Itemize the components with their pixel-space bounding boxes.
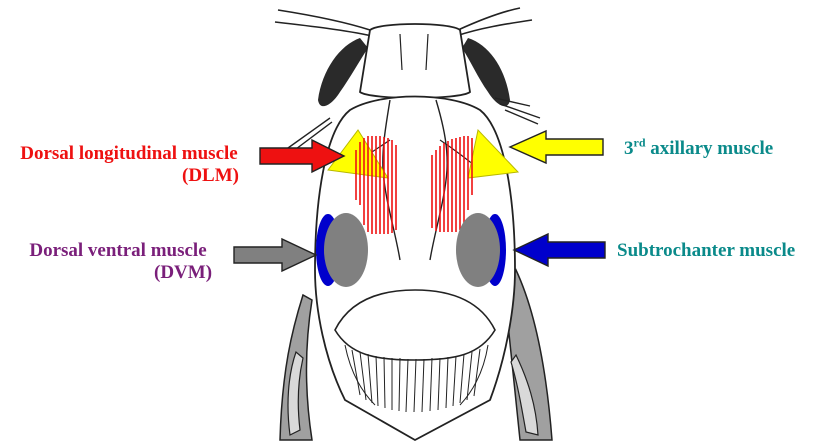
axillary-label-text: axillary muscle xyxy=(646,138,774,159)
dvm-arrow-icon xyxy=(234,239,316,271)
axillary-label-suffix: rd xyxy=(634,136,646,150)
dlm-label: Dorsal longitudinal muscle (DLM) xyxy=(2,143,256,187)
dvm-label: Dorsal ventral muscle (DVM) xyxy=(6,240,230,284)
right-dvm-muscle xyxy=(456,213,500,287)
right-antenna-2 xyxy=(456,20,532,36)
subtrochanter-arrow-icon xyxy=(514,234,605,266)
dlm-label-line2: (DLM) xyxy=(182,165,256,187)
axillary-label-number: 3 xyxy=(624,138,634,159)
head xyxy=(360,24,470,98)
dvm-label-line1: Dorsal ventral muscle xyxy=(6,240,230,262)
left-antenna xyxy=(278,10,370,30)
right-hair-tuft xyxy=(462,38,510,106)
subtrochanter-label: Subtrochanter muscle xyxy=(617,240,795,262)
dvm-label-line2: (DVM) xyxy=(154,262,230,284)
left-antenna-2 xyxy=(275,22,372,36)
left-hair-tuft xyxy=(318,38,368,106)
axillary-label: 3rd axillary muscle xyxy=(624,138,773,160)
dlm-label-line1: Dorsal longitudinal muscle xyxy=(2,143,256,165)
axillary-arrow-icon xyxy=(510,131,603,163)
left-dvm-muscle xyxy=(324,213,368,287)
